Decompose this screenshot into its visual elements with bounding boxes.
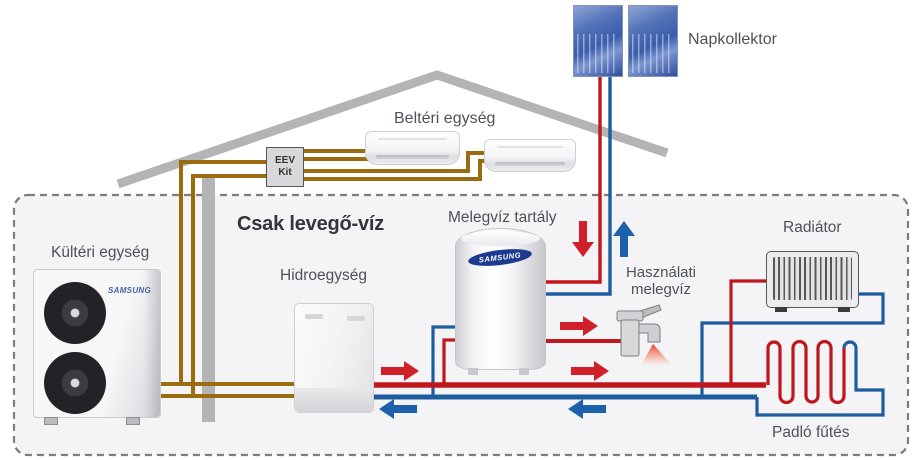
floor-heating-coil <box>766 339 846 405</box>
solar-panel-1 <box>573 5 623 77</box>
hot-flow-arrow-right <box>571 361 609 381</box>
radiator-return-pipe <box>700 292 885 397</box>
cold-water-branches <box>431 292 885 417</box>
tank-cold-branch <box>431 325 458 397</box>
outdoor-unit-label: Kültéri egység <box>51 244 150 261</box>
hot-flow-arrow-right <box>381 361 419 381</box>
radiator-fins <box>773 257 852 300</box>
solar-collector-label: Napkollektor <box>688 31 777 48</box>
solar-cold-pipe <box>540 77 612 296</box>
unit-foot <box>44 417 58 425</box>
tank-foot <box>468 368 478 375</box>
hydro-unit-label: Hidroegység <box>280 267 368 284</box>
solar-loop-pipes <box>540 77 612 296</box>
hot-flow-arrow-right <box>560 316 598 336</box>
solar-hot-arrow-down <box>572 221 594 257</box>
roof-outline <box>116 70 669 189</box>
hot-water-branches <box>442 279 846 405</box>
wall-post <box>202 178 215 422</box>
eev-kit-label-line2: Kit <box>278 167 292 178</box>
radiator-foot <box>838 307 850 312</box>
flow-arrows <box>379 221 635 419</box>
unit-foot <box>126 417 140 425</box>
samsung-logo: SAMSUNG <box>108 286 151 295</box>
solar-hot-pipe <box>540 77 602 284</box>
fan-icon <box>44 352 106 414</box>
solar-panel-2 <box>628 5 678 77</box>
radiator-foot <box>775 307 787 312</box>
fan-icon <box>44 282 106 344</box>
hot-water-tank: SAMSUNG <box>455 228 546 375</box>
cold-flow-arrow-left <box>568 399 606 419</box>
faucet-spout <box>638 323 661 343</box>
radiator-unit <box>766 251 859 312</box>
diagram-title: Csak levegő-víz <box>237 213 385 235</box>
radiator-feed-pipe <box>729 279 767 385</box>
eev-kit-box: EEV Kit <box>266 147 304 187</box>
faucet-icon <box>616 304 671 367</box>
indoor-unit-label: Beltéri egység <box>394 110 496 127</box>
faucet-body <box>620 319 640 357</box>
tank-foot <box>519 368 529 375</box>
floor-coil-return-pipe <box>755 340 885 417</box>
hydro-unit <box>294 303 374 413</box>
floor-heating-label: Padló fűtés <box>772 424 850 441</box>
indoor-unit-2 <box>484 139 576 172</box>
hot-water-spray <box>640 344 671 367</box>
outdoor-unit: SAMSUNG <box>33 269 161 425</box>
tank-hot-branch <box>442 338 458 385</box>
radiator-label: Radiátor <box>783 219 842 236</box>
indoor-unit-1 <box>365 131 460 165</box>
solar-cold-arrow-up <box>613 221 635 257</box>
eev-kit-label-line1: EEV <box>274 155 295 166</box>
hot-water-tank-label: Melegvíz tartály <box>448 209 557 226</box>
cold-flow-arrow-left <box>379 399 417 419</box>
samsung-logo-badge: SAMSUNG <box>467 246 533 269</box>
domestic-hot-water-label: Használati melegvíz <box>625 264 697 298</box>
